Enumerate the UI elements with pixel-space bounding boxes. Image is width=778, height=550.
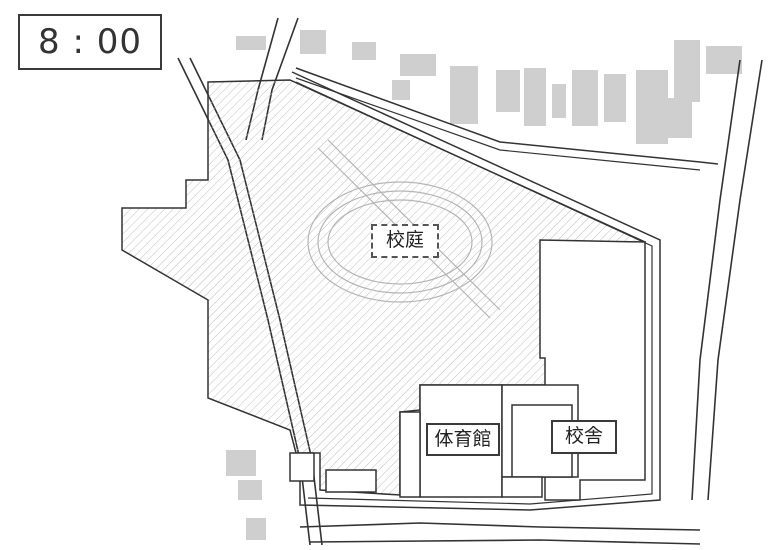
label-school-building: 校舎 [551,420,617,454]
surrounding-houses [226,30,742,540]
time-display: 8 : 00 [18,14,162,70]
label-gymnasium: 体育館 [426,423,500,456]
label-courtyard: 校庭 [371,224,439,258]
school-grounds [121,67,719,511]
